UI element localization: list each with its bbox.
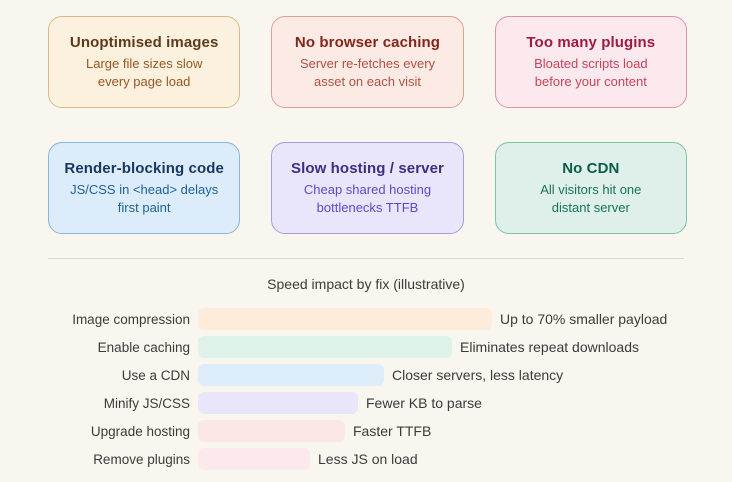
impact-bar-chart: Image compression Up to 70% smaller payl…: [0, 308, 732, 470]
card-no-browser-caching: No browser caching Server re-fetches eve…: [271, 16, 464, 108]
chart-row: Image compression Up to 70% smaller payl…: [0, 308, 732, 330]
bar-annotation: Fewer KB to parse: [366, 395, 482, 411]
card-title: Too many plugins: [526, 33, 656, 51]
card-subtitle-line1: All visitors hit one: [540, 181, 642, 197]
bar-annotation: Up to 70% smaller payload: [500, 311, 668, 327]
card-subtitle-line2: distant server: [551, 199, 630, 215]
chart-row: Use a CDN Closer servers, less latency: [0, 364, 732, 386]
bar-label: Upgrade hosting: [90, 423, 190, 439]
bar: [198, 448, 310, 470]
card-subtitle-line2: bottlenecks TTFB: [316, 199, 419, 215]
card-title: Slow hosting / server: [291, 159, 444, 177]
bar: [198, 420, 345, 442]
bar-annotation: Closer servers, less latency: [392, 367, 564, 383]
bar: [198, 392, 358, 414]
bar-label: Enable caching: [97, 339, 190, 355]
card-subtitle-line2: asset on each visit: [314, 73, 421, 89]
card-title: Unoptimised images: [69, 33, 219, 51]
card-subtitle: Cheap shared hosting bottlenecks TTFB: [304, 181, 431, 217]
card-too-many-plugins: Too many plugins Bloated scripts load be…: [494, 16, 687, 108]
bar: [198, 308, 492, 330]
card-subtitle: All visitors hit one distant server: [540, 181, 641, 217]
card-no-cdn: No CDN All visitors hit one distant serv…: [494, 142, 687, 234]
bar-label: Remove plugins: [93, 451, 190, 467]
chart-row: Upgrade hosting Faster TTFB: [0, 420, 732, 442]
chart-row: Minify JS/CSS Fewer KB to parse: [0, 392, 732, 414]
card-title: Render-blocking code: [64, 159, 224, 177]
card-subtitle-line1: Large file sizes slow: [86, 55, 203, 71]
card-subtitle: Server re-fetches every asset on each vi…: [300, 55, 435, 91]
bar: [198, 364, 384, 386]
card-title: No CDN: [562, 159, 620, 177]
bar-label: Image compression: [72, 311, 190, 327]
bar-annotation: Eliminates repeat downloads: [460, 339, 639, 355]
card-subtitle: JS/CSS in <head> delays first paint: [70, 181, 218, 217]
section-divider: [48, 258, 684, 259]
card-render-blocking-code: Render-blocking code JS/CSS in <head> de…: [48, 142, 241, 234]
card-title: No browser caching: [294, 33, 441, 51]
card-subtitle-line2: every page load: [97, 73, 191, 89]
bar-label: Minify JS/CSS: [103, 395, 190, 411]
chart-title: Speed impact by fix (illustrative): [267, 276, 465, 292]
issue-cards-grid: Unoptimised images Large file sizes slow…: [0, 0, 732, 234]
card-subtitle-line1: JS/CSS in <head> delays: [70, 181, 219, 197]
card-subtitle-line1: Cheap shared hosting: [303, 181, 432, 197]
card-subtitle-line1: Server re-fetches every: [299, 55, 436, 71]
bar-label: Use a CDN: [121, 367, 190, 383]
bar: [198, 336, 452, 358]
card-slow-hosting: Slow hosting / server Cheap shared hosti…: [271, 142, 464, 234]
card-subtitle: Large file sizes slow every page load: [86, 55, 202, 91]
card-unoptimised-images: Unoptimised images Large file sizes slow…: [48, 16, 241, 108]
card-subtitle-line1: Bloated scripts load: [534, 55, 648, 71]
card-subtitle: Bloated scripts load before your content: [534, 55, 647, 91]
bar-annotation: Faster TTFB: [353, 423, 432, 439]
bar-annotation: Less JS on load: [318, 451, 418, 467]
chart-row: Remove plugins Less JS on load: [0, 448, 732, 470]
card-subtitle-line2: before your content: [534, 73, 647, 89]
chart-row: Enable caching Eliminates repeat downloa…: [0, 336, 732, 358]
card-subtitle-line2: first paint: [117, 199, 171, 215]
